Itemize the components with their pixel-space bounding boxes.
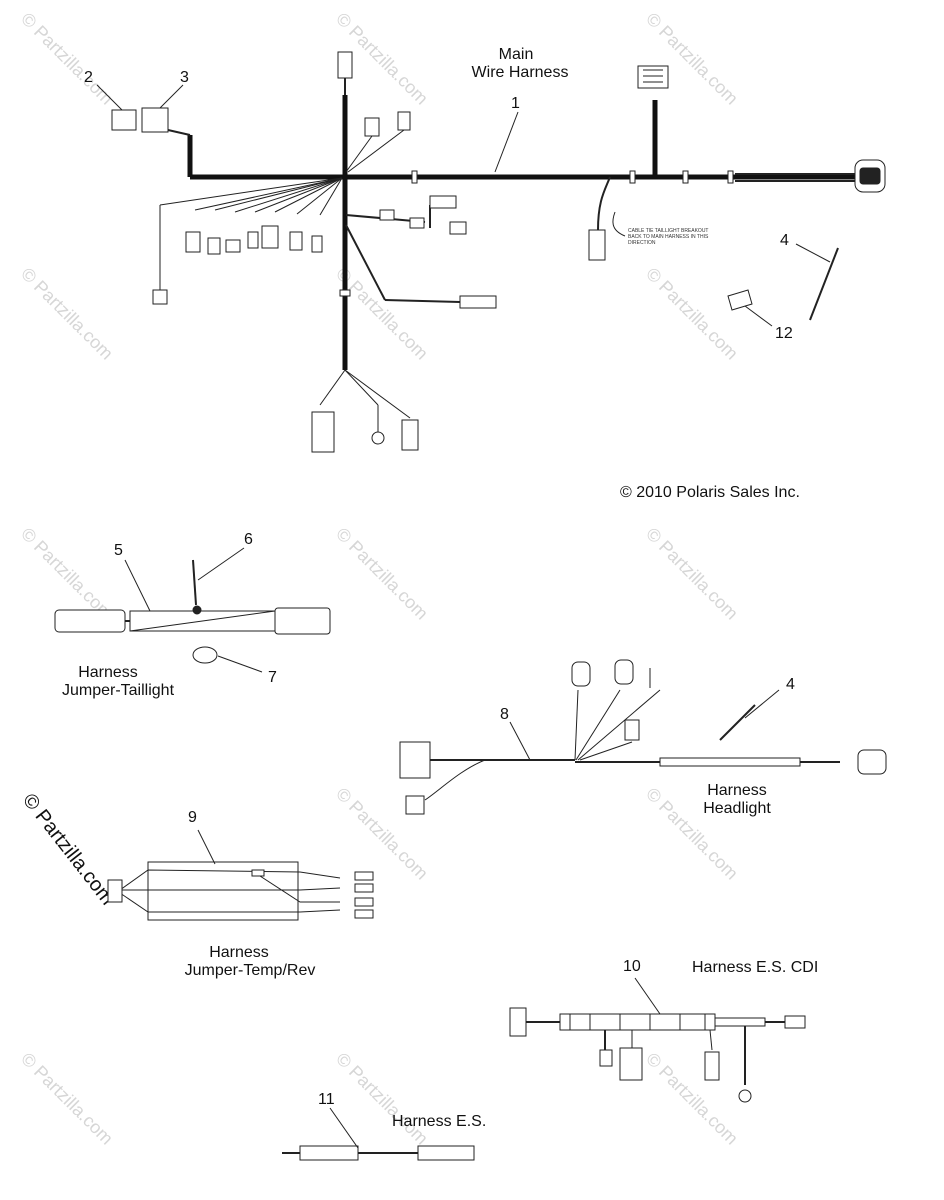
jumper-taillight-title-2: Jumper-Taillight <box>62 682 175 699</box>
headlight-title-2: Headlight <box>703 800 771 817</box>
jumper-temp-title-2: Jumper-Temp/Rev <box>185 962 316 979</box>
watermark: © Partzilla.com <box>17 9 117 109</box>
watermark: © Partzilla.com <box>642 9 742 109</box>
callout-4: 4 <box>780 232 789 249</box>
block-connector <box>637 65 669 89</box>
svg-text:BACK TO MAIN HARNESS IN THIS: BACK TO MAIN HARNESS IN THIS <box>628 234 709 240</box>
svg-text:CABLE TIE TAILLIGHT BREAKOUT: CABLE TIE TAILLIGHT BREAKOUT <box>628 228 709 234</box>
callout-1: 1 <box>511 95 520 112</box>
callout-5: 5 <box>114 542 123 559</box>
main-harness-title-2: Wire Harness <box>472 64 569 81</box>
harness-es-cdi <box>509 1007 806 1103</box>
callout-8: 8 <box>500 706 509 723</box>
watermark: © Partzilla.com <box>642 1049 742 1149</box>
harness-jumper-temp-rev <box>107 861 374 921</box>
callout-9: 9 <box>188 809 197 826</box>
connector-3 <box>141 107 169 133</box>
jumper-temp-title: Harness <box>209 944 269 961</box>
headlight-title: Harness <box>707 782 767 799</box>
callout-6: 6 <box>244 531 253 548</box>
watermark: © Partzilla.com <box>642 264 742 364</box>
harness-jumper-taillight <box>54 559 331 664</box>
watermark: © Partzilla.com <box>642 524 742 624</box>
leader-lines <box>96 84 831 1149</box>
callout-11: 11 <box>318 1091 335 1108</box>
main-wire-harness: CABLE TIE TAILLIGHT BREAKOUT BACK TO MAI… <box>111 51 886 453</box>
harness-es <box>282 1145 475 1161</box>
es-cdi-title: Harness E.S. CDI <box>692 959 818 976</box>
part-12-clip <box>727 289 753 311</box>
connector-2 <box>111 109 137 131</box>
part-4-cable-tie <box>809 247 839 321</box>
side-watermark: © Partzilla.com <box>18 790 118 910</box>
jumper-taillight-title: Harness <box>78 664 138 681</box>
callout-10: 10 <box>623 958 641 975</box>
copyright-notice: © 2010 Polaris Sales Inc. <box>620 484 800 501</box>
main-harness-title: Main <box>499 46 534 63</box>
es-title: Harness E.S. <box>392 1113 486 1130</box>
callout-7: 7 <box>268 669 277 686</box>
svg-text:DIRECTION: DIRECTION <box>628 240 656 246</box>
callout-2: 2 <box>84 69 93 86</box>
watermark: © Partzilla.com <box>332 524 432 624</box>
harness-headlight <box>399 659 887 815</box>
watermark: © Partzilla.com <box>17 1049 117 1149</box>
callout-3: 3 <box>180 69 189 86</box>
watermark: © Partzilla.com <box>17 524 117 624</box>
callout-4-headlight: 4 <box>786 676 795 693</box>
watermark: © Partzilla.com <box>332 1049 432 1149</box>
top-connector <box>337 51 353 79</box>
watermark: © Partzilla.com <box>17 264 117 364</box>
callout-12: 12 <box>775 325 793 342</box>
